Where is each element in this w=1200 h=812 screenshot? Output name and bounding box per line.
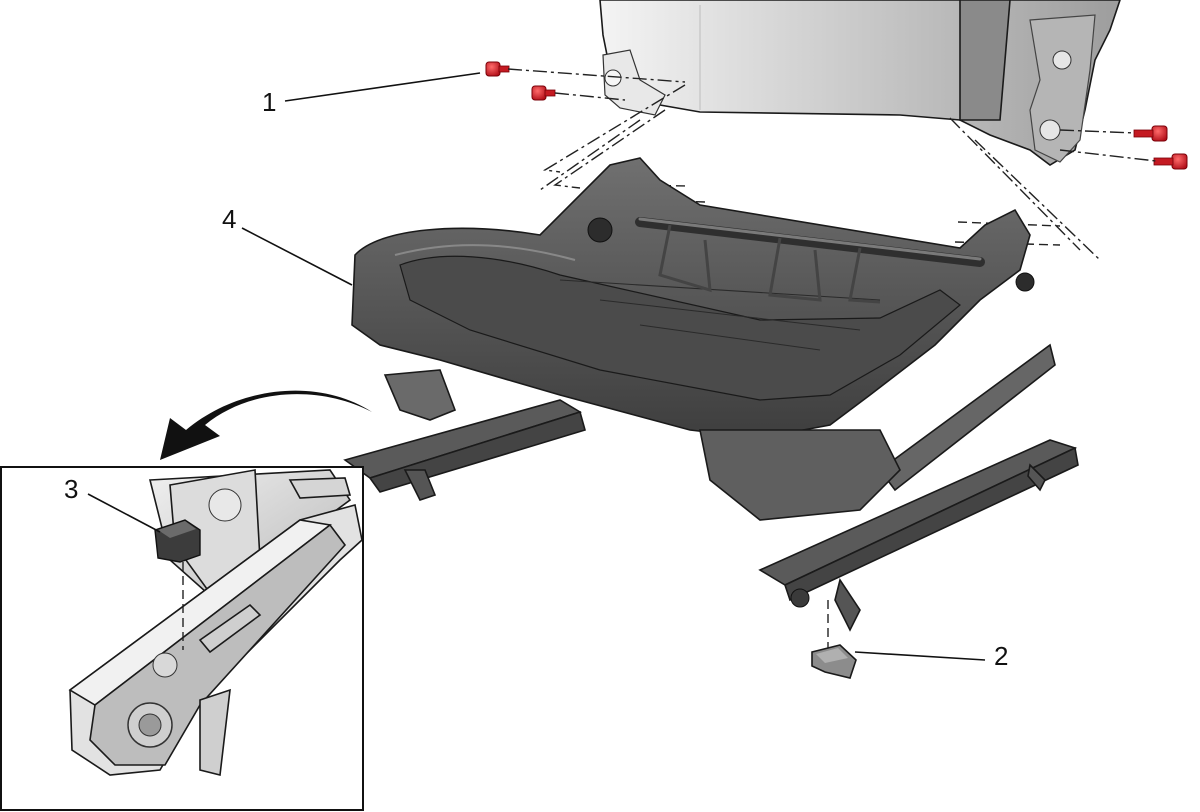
callout-2: 2 xyxy=(854,641,1008,671)
callout-2-label: 2 xyxy=(994,641,1008,671)
callout-1-label: 1 xyxy=(262,87,276,117)
bolt-icon xyxy=(485,61,510,77)
seat-back xyxy=(599,0,1121,166)
bolt-icon xyxy=(1133,125,1168,142)
callout-3: 3 xyxy=(64,474,161,533)
callout-4-label: 4 xyxy=(222,204,236,234)
bolt-icon xyxy=(1153,153,1188,170)
seat-track-left xyxy=(343,369,586,501)
seat-cushion-frame xyxy=(351,157,1035,439)
callout-3-label: 3 xyxy=(64,474,78,504)
detail-inset xyxy=(0,466,364,811)
callout-4: 4 xyxy=(222,204,353,286)
track-cover-clip xyxy=(811,644,857,679)
bolt-icon xyxy=(531,85,556,101)
callout-1: 1 xyxy=(262,72,481,117)
track-end-cap xyxy=(154,519,201,563)
seat-track-right xyxy=(699,343,1079,632)
rotation-arrow-icon xyxy=(160,390,372,460)
bolt-group xyxy=(485,61,1188,170)
